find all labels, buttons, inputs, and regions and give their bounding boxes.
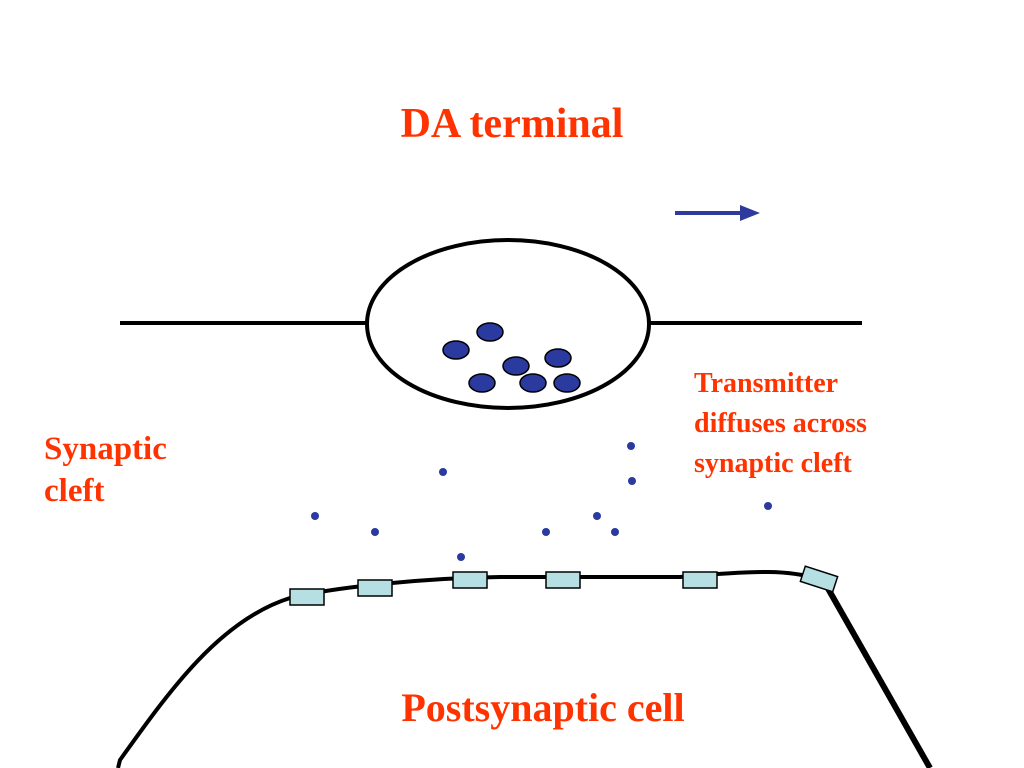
receptor [682,571,718,589]
postsynaptic-membrane-right [823,583,933,768]
vesicle [476,322,504,342]
transmitter-molecule [764,502,772,510]
vesicle [553,373,581,393]
vesicle [544,348,572,368]
receptor [357,579,393,597]
transmitter-note: Transmitter diffuses across synaptic cle… [694,364,867,484]
synaptic-cleft-label-line: Synaptic [44,431,167,467]
transmitter-molecule [627,442,635,450]
receptor-group [289,565,839,606]
transmitter-molecule [611,528,619,536]
diagram-title: DA terminal [400,101,624,147]
transmitter-molecule [457,553,465,561]
transmitter-molecule [439,468,447,476]
receptor [799,565,839,593]
vesicle [468,373,496,393]
postsynaptic-cell-label: Postsynaptic cell [401,685,685,730]
transmitter-molecule [593,512,601,520]
direction-arrow [675,205,760,221]
transmitter-molecule [542,528,550,536]
synaptic-cleft-label: Synaptic cleft [44,428,167,512]
postsynaptic-membrane [116,570,819,768]
transmitter-note-line: diffuses across [694,408,867,439]
transmitter-note-line: Transmitter [694,368,839,399]
transmitter-molecule [628,477,636,485]
vesicle-group [442,322,581,393]
receptor [289,588,325,606]
transmitter-molecules [311,442,772,561]
terminal-bouton [365,238,651,410]
receptor [545,571,581,589]
vesicle [519,373,547,393]
transmitter-molecule [311,512,319,520]
transmitter-note-line: synaptic cleft [694,448,852,479]
vesicle [502,356,530,376]
transmitter-molecule [371,528,379,536]
synaptic-cleft-label-line: cleft [44,473,105,509]
vesicle [442,340,470,360]
receptor [452,571,488,589]
